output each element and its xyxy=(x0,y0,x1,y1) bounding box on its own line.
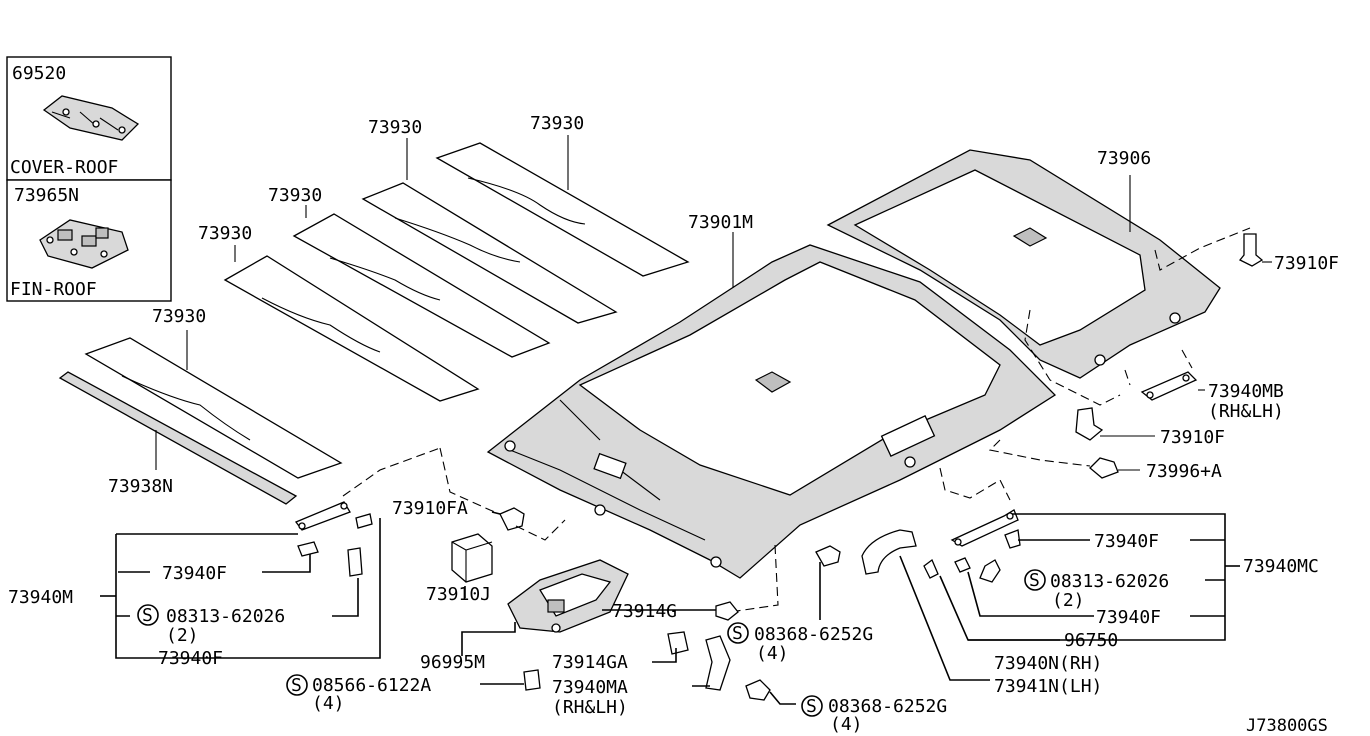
legend-cover-roof: 69520 COVER-ROOF xyxy=(6,56,172,181)
bracket-73940MB xyxy=(1140,371,1198,401)
grip-73940MA xyxy=(705,635,731,691)
pad-73930-e xyxy=(435,142,690,277)
label-73940F-left-2: 73940F xyxy=(158,648,223,669)
label-08313-left-qty: (2) xyxy=(166,625,199,646)
clip-73914GA xyxy=(667,631,689,655)
label-73940MB-side: (RH&LH) xyxy=(1208,401,1284,422)
screw-symbol-left xyxy=(137,604,159,626)
pad-73930-b xyxy=(223,255,480,402)
strip-73938N xyxy=(58,371,298,505)
bracket-73940M-left xyxy=(294,501,373,577)
label-08368-b: 08368-6252G xyxy=(828,696,947,717)
label-08368-a: 08368-6252G xyxy=(754,624,873,645)
label-73940MA: 73940MA xyxy=(552,677,628,698)
legend-fin-roof-name: FIN-ROOF xyxy=(10,279,97,300)
label-08313-left: 08313-62026 xyxy=(166,606,285,627)
clip-73940F-right-lower xyxy=(954,557,971,573)
legend-cover-roof-number: 69520 xyxy=(12,63,66,84)
pad-73910J xyxy=(451,533,493,583)
label-08368-a-qty: (4) xyxy=(756,643,789,664)
fin-roof-icon xyxy=(39,219,129,269)
console-96995M xyxy=(507,559,629,633)
screw-symbol-08368-b xyxy=(801,695,823,717)
label-73930-a: 73930 xyxy=(152,306,206,327)
label-73940N: 73940N(RH) xyxy=(994,653,1102,674)
pad-73930-d xyxy=(361,182,618,324)
label-73914G: 73914G xyxy=(612,601,677,622)
screw-symbol-08368-a xyxy=(727,622,749,644)
label-73930-e: 73930 xyxy=(530,113,584,134)
label-08313-right: 08313-62026 xyxy=(1050,571,1169,592)
screw-symbol-left-text: S xyxy=(142,605,153,626)
label-73938N: 73938N xyxy=(108,476,173,497)
clip-96750 xyxy=(923,558,939,579)
label-73940MC: 73940MC xyxy=(1243,556,1319,577)
label-08566: 08566-6122A xyxy=(312,675,431,696)
label-73940M: 73940M xyxy=(8,587,73,608)
bolt-08368-b xyxy=(745,679,771,701)
label-73914GA: 73914GA xyxy=(552,652,628,673)
screw-symbol-right-text: S xyxy=(1029,570,1040,591)
legend-fin-roof: 73965N FIN-ROOF xyxy=(6,179,172,302)
diagram-code: J73800GS xyxy=(1246,716,1328,736)
label-73910FA: 73910FA xyxy=(392,498,468,519)
clip-73910F-top xyxy=(1238,233,1264,267)
label-73940MB: 73940MB xyxy=(1208,381,1284,402)
label-73940F-right-1: 73940F xyxy=(1094,531,1159,552)
headlining-73906 xyxy=(826,149,1221,379)
screw-08313-right xyxy=(979,559,1001,583)
grip-73940N xyxy=(861,529,917,575)
clip-73910FA xyxy=(499,507,525,531)
legend-fin-roof-number: 73965N xyxy=(14,185,79,206)
label-73901M: 73901M xyxy=(688,212,753,233)
label-96995M: 96995M xyxy=(420,652,485,673)
pad-73930-c xyxy=(292,213,551,358)
label-73930-c: 73930 xyxy=(268,185,322,206)
clip-73996A xyxy=(1089,457,1119,479)
clip-73914G xyxy=(715,601,739,621)
headlining-73901M xyxy=(486,244,1057,579)
label-73910F-top: 73910F xyxy=(1274,253,1339,274)
label-73930-d: 73930 xyxy=(368,117,422,138)
hook-73940F-right xyxy=(950,509,1021,549)
label-96750: 96750 xyxy=(1064,630,1118,651)
label-73940MA-side: (RH&LH) xyxy=(552,697,628,718)
cover-roof-icon xyxy=(42,95,140,141)
screw-symbol-08566 xyxy=(286,674,308,696)
label-73930-b: 73930 xyxy=(198,223,252,244)
label-08368-b-qty: (4) xyxy=(830,714,863,735)
label-73940F-right-2: 73940F xyxy=(1096,607,1161,628)
label-73910F-mid: 73910F xyxy=(1160,427,1225,448)
label-73910J: 73910J xyxy=(426,584,491,605)
label-73940F-left-1: 73940F xyxy=(162,563,227,584)
screw-symbol-08566-text: S xyxy=(291,675,302,696)
clip-73910F-mid xyxy=(1075,407,1104,441)
legend-cover-roof-name: COVER-ROOF xyxy=(10,157,118,178)
label-08566-qty: (4) xyxy=(312,693,345,714)
pad-73930-a xyxy=(84,337,343,479)
screw-symbol-right xyxy=(1024,569,1046,591)
screw-symbol-08368-a-text: S xyxy=(732,623,743,644)
label-73941N: 73941N(LH) xyxy=(994,676,1102,697)
screw-symbol-08368-b-text: S xyxy=(806,696,817,717)
label-73906: 73906 xyxy=(1097,148,1151,169)
bolt-08566 xyxy=(523,669,541,691)
label-08313-right-qty: (2) xyxy=(1052,590,1085,611)
bolt-08368-a xyxy=(815,545,841,567)
label-73996A: 73996+A xyxy=(1146,461,1222,482)
